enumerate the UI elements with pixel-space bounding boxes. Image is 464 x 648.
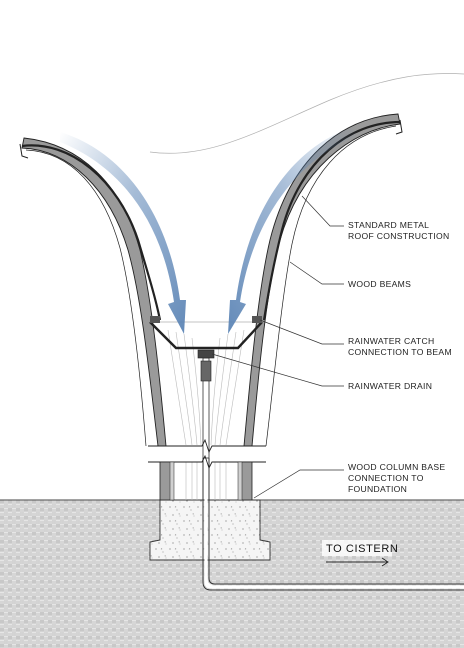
rainwater-flow-arrows [60,126,356,334]
column-fluting [167,329,245,500]
label-base-line-2: CONNECTION TO [348,473,424,483]
flow-arrow-left [60,132,186,334]
label-roof-line-2: ROOF CONSTRUCTION [348,231,450,241]
roof-outline-curve [149,73,464,154]
label-catch-line-1: RAINWATER CATCH [348,336,434,346]
wood-beam-right [237,113,401,501]
wood-beam-left [21,137,175,501]
metal-roof-construction [19,119,403,321]
cistern-pipe [202,458,464,591]
callout-labels: STANDARD METAL ROOF CONSTRUCTION WOOD BE… [348,220,452,494]
label-base-line-1: WOOD COLUMN BASE [348,462,445,472]
label-drain: RAINWATER DRAIN [348,381,432,391]
arrow-right-icon [326,557,389,567]
cistern-callout: TO CISTERN [322,540,398,567]
label-catch-line-2: CONNECTION TO BEAM [348,347,452,357]
section-break-lines [148,438,266,470]
label-beams: WOOD BEAMS [348,279,411,289]
callout-leaders [211,195,344,499]
concrete-footing [149,499,271,561]
label-to-cistern: TO CISTERN [326,543,398,555]
rainwater-catch-basin [149,316,263,350]
label-base-line-3: FOUNDATION [348,484,407,494]
label-roof-line-1: STANDARD METAL [348,220,429,230]
flow-arrow-right [228,126,356,334]
rainwater-drain-pipe [197,349,215,459]
